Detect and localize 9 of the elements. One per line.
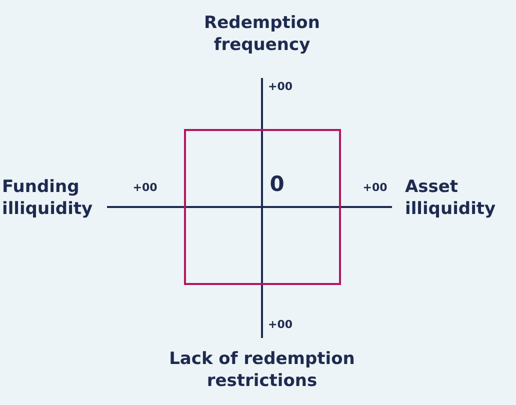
tick-label: +00 (268, 80, 294, 94)
tick-label: +00 (268, 318, 294, 332)
center-value: 0 (268, 171, 286, 198)
tick-label: +00 (362, 181, 388, 196)
axis-label: Lack of redemption restrictions (168, 348, 356, 392)
axis-label: Asset illiquidity (405, 176, 497, 220)
axis-label: Redemption frequency (203, 12, 321, 56)
tick-label: +00 (132, 181, 158, 196)
axis-label: Funding illiquidity (2, 176, 94, 220)
